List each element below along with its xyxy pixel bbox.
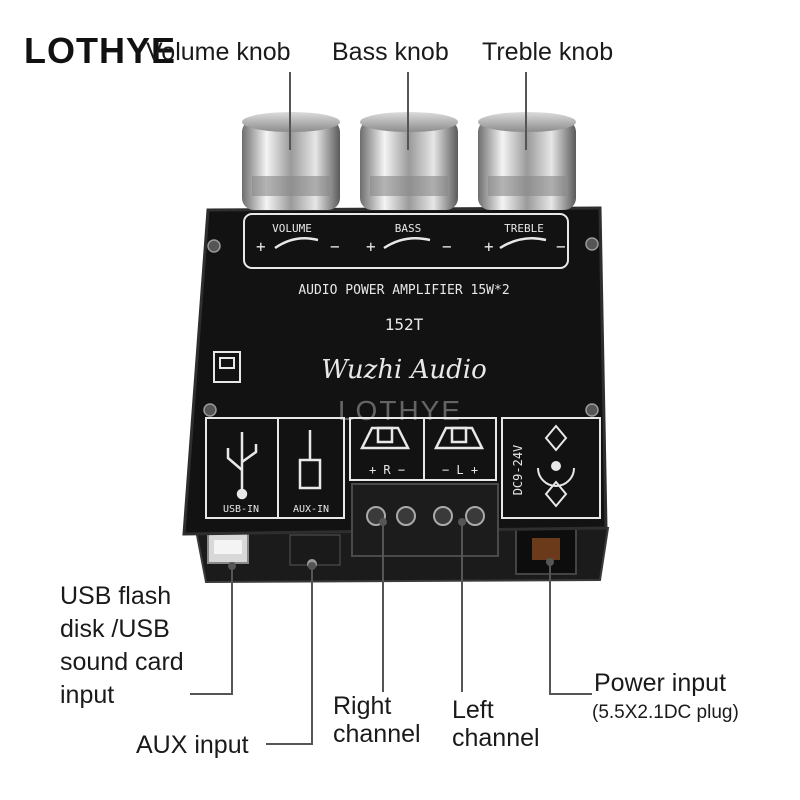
label-volume-knob: Volume knob [146, 38, 291, 66]
label-treble-knob: Treble knob [482, 38, 614, 66]
label-right-line1: Right [333, 692, 392, 720]
silk-bass-plus: + [366, 237, 376, 256]
silk-port-boxes [205, 417, 601, 519]
usb-symbol-icon [226, 432, 258, 500]
silk-bass-minus: − [442, 237, 452, 256]
speaker-icon-left [433, 426, 485, 450]
silk-volume-minus: − [330, 237, 340, 256]
label-bass-knob: Bass knob [332, 38, 449, 66]
leader-lines [190, 72, 592, 745]
mounting-screws [203, 237, 599, 417]
silk-right-channel: + R − [369, 463, 405, 477]
brand-logo: LOTHYE [24, 30, 177, 71]
knob-panel-outline [243, 213, 569, 269]
silk-left-channel: − L + [442, 463, 478, 477]
silk-usb-in: USB-IN [223, 504, 259, 515]
silk-aux-in: AUX-IN [293, 504, 329, 515]
label-power-plug: (5.5X2.1DC plug) [592, 702, 739, 723]
label-left-line2: channel [452, 724, 540, 752]
label-left-line1: Left [452, 696, 494, 724]
sd-card-icon [213, 351, 241, 383]
speaker-icon-right [359, 426, 411, 450]
label-usb-line2: disk /USB [60, 615, 170, 643]
label-usb-line3: sound card [60, 648, 184, 676]
usb-port-slot [214, 540, 242, 554]
leader-dots [228, 518, 554, 570]
silk-bass: BASS [395, 222, 422, 235]
silk-model: 152T [385, 315, 424, 334]
dc-polarity-icon [537, 424, 575, 508]
label-right-line2: channel [333, 720, 421, 748]
dc-jack-pin [532, 538, 560, 560]
silk-treble: TREBLE [504, 222, 544, 235]
aux-jack-icon [298, 430, 322, 490]
silk-volume: VOLUME [272, 222, 312, 235]
silk-treble-plus: + [484, 237, 494, 256]
watermark-logo: LOTHYE [338, 395, 462, 426]
silk-dc-voltage: DC9-24V [511, 445, 525, 496]
label-power-input: Power input [594, 669, 727, 697]
label-aux-input: AUX input [136, 731, 249, 759]
label-usb-line4: input [60, 681, 115, 709]
knob-direction-arrows [274, 237, 547, 250]
pcb-main [182, 206, 608, 536]
silk-treble-minus: − [556, 237, 566, 256]
treble-knob [478, 112, 576, 210]
silk-board-title: AUDIO POWER AMPLIFIER 15W*2 [298, 283, 509, 298]
terminal-screws [366, 506, 485, 526]
label-usb-line1: USB flash [60, 582, 172, 610]
volume-knob [242, 112, 340, 210]
silk-script-logo: Wuzhi Audio [321, 355, 487, 385]
bass-knob [360, 112, 458, 210]
silk-volume-plus: + [256, 237, 266, 256]
